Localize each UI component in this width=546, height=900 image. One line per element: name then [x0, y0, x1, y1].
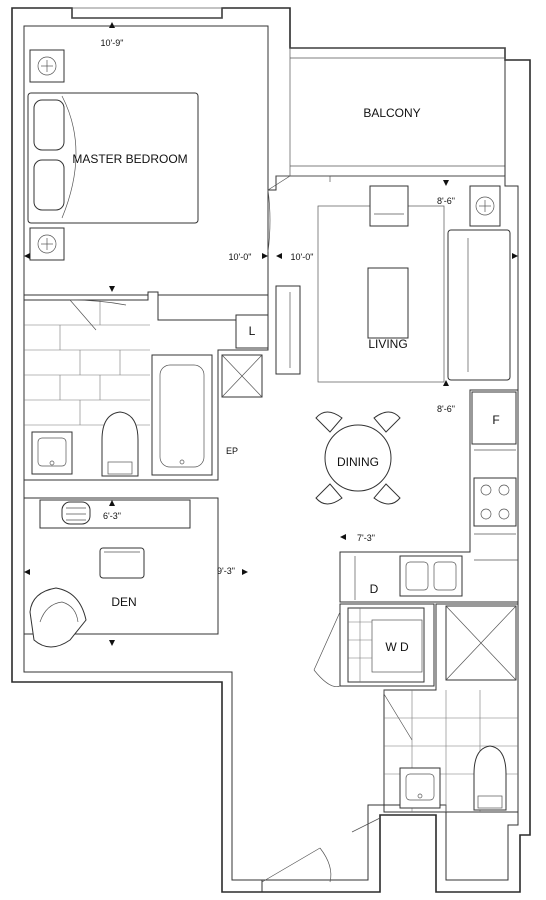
linen-label: L: [249, 324, 256, 338]
nightstand: [29, 227, 65, 261]
sink-vanity: [399, 767, 441, 809]
arrow-up: [109, 500, 115, 506]
toilet: [101, 411, 139, 477]
dim-living-depth: 10'-0": [291, 252, 314, 262]
bedroom-window: [71, 7, 223, 19]
den-label: DEN: [111, 595, 136, 609]
arrow-down: [109, 286, 115, 292]
den: DEN: [23, 497, 219, 648]
living-label: LIVING: [368, 337, 407, 351]
fridge-label: F: [492, 413, 499, 427]
dishwasher-label: D: [370, 582, 379, 596]
bathtub: [151, 354, 213, 476]
balcony: BALCONY: [289, 47, 506, 177]
kitchen: F D: [339, 389, 519, 603]
dim-bedroom-width: 10'-9": [101, 38, 124, 48]
electrical-panel-label: EP: [226, 446, 238, 456]
pillow: [33, 159, 65, 211]
arrow-left: [24, 569, 30, 575]
arrow-right: [242, 569, 248, 575]
arrow-up: [109, 22, 115, 28]
dim-kitchen-width: 7'-3": [357, 533, 375, 543]
arrow-left: [24, 253, 30, 259]
dimension-arrows: [24, 22, 518, 646]
lamp: [61, 501, 91, 525]
master-bedroom-label: MASTER BEDROOM: [72, 152, 187, 166]
desk-chair: [99, 547, 145, 579]
laundry: W D: [313, 603, 435, 687]
kitchen-sink: [399, 555, 463, 597]
fridge: [471, 391, 517, 445]
pillow: [33, 99, 65, 151]
arrow-down: [443, 180, 449, 186]
dimension-labels: 10'-9" 10'-0" 10'-0" 8'-6" 8'-6" 6'-3" 9…: [101, 38, 455, 576]
living-dining: LIVING DINING: [275, 175, 511, 505]
arrow-right: [262, 253, 268, 259]
dining-label: DINING: [337, 455, 379, 469]
arrow-up: [443, 380, 449, 386]
armchair: [369, 185, 409, 227]
toilet: [473, 745, 507, 811]
arrow-down: [109, 640, 115, 646]
entry: [261, 817, 381, 892]
balcony-label: BALCONY: [363, 106, 420, 120]
dim-bedroom-depth: 10'-0": [229, 252, 252, 262]
sink-vanity: [31, 431, 73, 475]
arrow-right: [512, 253, 518, 259]
arrow-left: [340, 534, 346, 540]
dim-den-depth: 9'-3": [217, 566, 235, 576]
media-unit: [275, 285, 301, 375]
dim-den-width: 6'-3": [103, 511, 121, 521]
coffee-table: [367, 267, 409, 339]
sofa: [447, 229, 511, 381]
linen-closet: [235, 314, 269, 349]
arrow-left: [276, 253, 282, 259]
dim-living-width-bottom: 8'-6": [437, 404, 455, 414]
dining-table: [324, 424, 392, 492]
cooktop: [473, 477, 517, 527]
bed: [27, 92, 199, 224]
dining-set: [315, 411, 401, 505]
washer-dryer-label: W D: [385, 640, 409, 654]
ensuite-bathroom: L: [23, 291, 269, 481]
lounge-chair: [29, 587, 87, 648]
dim-living-width-top: 8'-6": [437, 196, 455, 206]
main-bathroom: [383, 603, 519, 813]
